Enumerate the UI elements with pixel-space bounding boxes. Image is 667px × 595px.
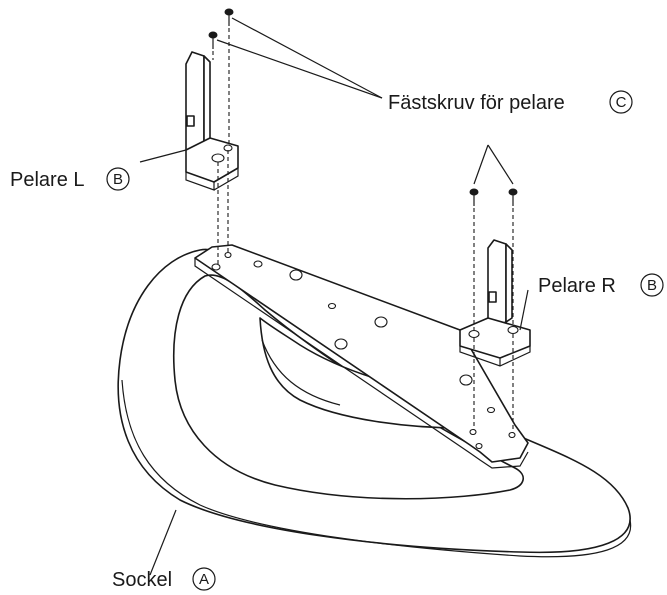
pillar-left-clip [186, 115, 195, 127]
label-pillar-right-text: Pelare R [538, 275, 616, 297]
plate-hole [486, 406, 496, 414]
label-screw: Fästskruv för pelare C [388, 90, 633, 114]
alignment-lines [212, 28, 514, 433]
plate-hole [253, 260, 263, 268]
plate-hole [289, 269, 303, 281]
label-pillar-left-mark: B [113, 171, 123, 188]
plate-hole [475, 442, 483, 450]
label-pillar-right: Pelare R B [538, 273, 664, 297]
screws [208, 8, 518, 206]
screw-icon [508, 188, 518, 206]
pillar-right-hole [468, 329, 480, 339]
label-screw-text: Fästskruv för pelare [388, 92, 565, 114]
pillar-left-foot-edge [185, 168, 239, 191]
plate-hole [334, 338, 348, 350]
pillar-right-foot-edge [459, 346, 531, 367]
plate-hole [459, 374, 473, 386]
pillar-left-post-side [203, 55, 211, 151]
pillar-left [185, 51, 239, 191]
label-base-mark: A [199, 571, 209, 588]
pillar-left-hole [211, 153, 225, 163]
screw-icon [224, 8, 234, 26]
plate-hole [211, 263, 221, 271]
mounting-plate [194, 244, 529, 469]
plate-hole [508, 431, 516, 439]
pillar-right-hole [507, 325, 519, 335]
label-pillar-right-mark: B [647, 277, 657, 294]
plate-top [194, 244, 529, 463]
base-rim-edge [121, 379, 632, 558]
plate-hole [469, 428, 477, 436]
screw-icon [469, 188, 479, 206]
leader-lines [139, 17, 529, 576]
label-screw-mark-circle [609, 90, 633, 114]
label-pillar-left-text: Pelare L [10, 169, 85, 191]
screw-icon [208, 31, 218, 49]
pillar-right-post-side [505, 243, 513, 323]
label-base: Sockel A [112, 567, 216, 591]
label-pillar-left-mark-circle [106, 167, 130, 191]
plate-edge [194, 258, 529, 469]
pillar-right [459, 239, 531, 367]
plate-hole [327, 302, 337, 310]
label-base-mark-circle [192, 567, 216, 591]
pillar-right-post [487, 239, 507, 327]
plate-hole [224, 251, 232, 259]
label-pillar-right-mark-circle [640, 273, 664, 297]
label-pillar-left: Pelare L B [10, 167, 130, 191]
base-neck-shadow [261, 339, 341, 406]
label-screw-mark: C [616, 94, 627, 111]
pillar-left-post [185, 51, 205, 157]
plate-hole [374, 316, 388, 328]
label-base-text: Sockel [112, 569, 172, 591]
pillar-right-clip [488, 291, 497, 303]
